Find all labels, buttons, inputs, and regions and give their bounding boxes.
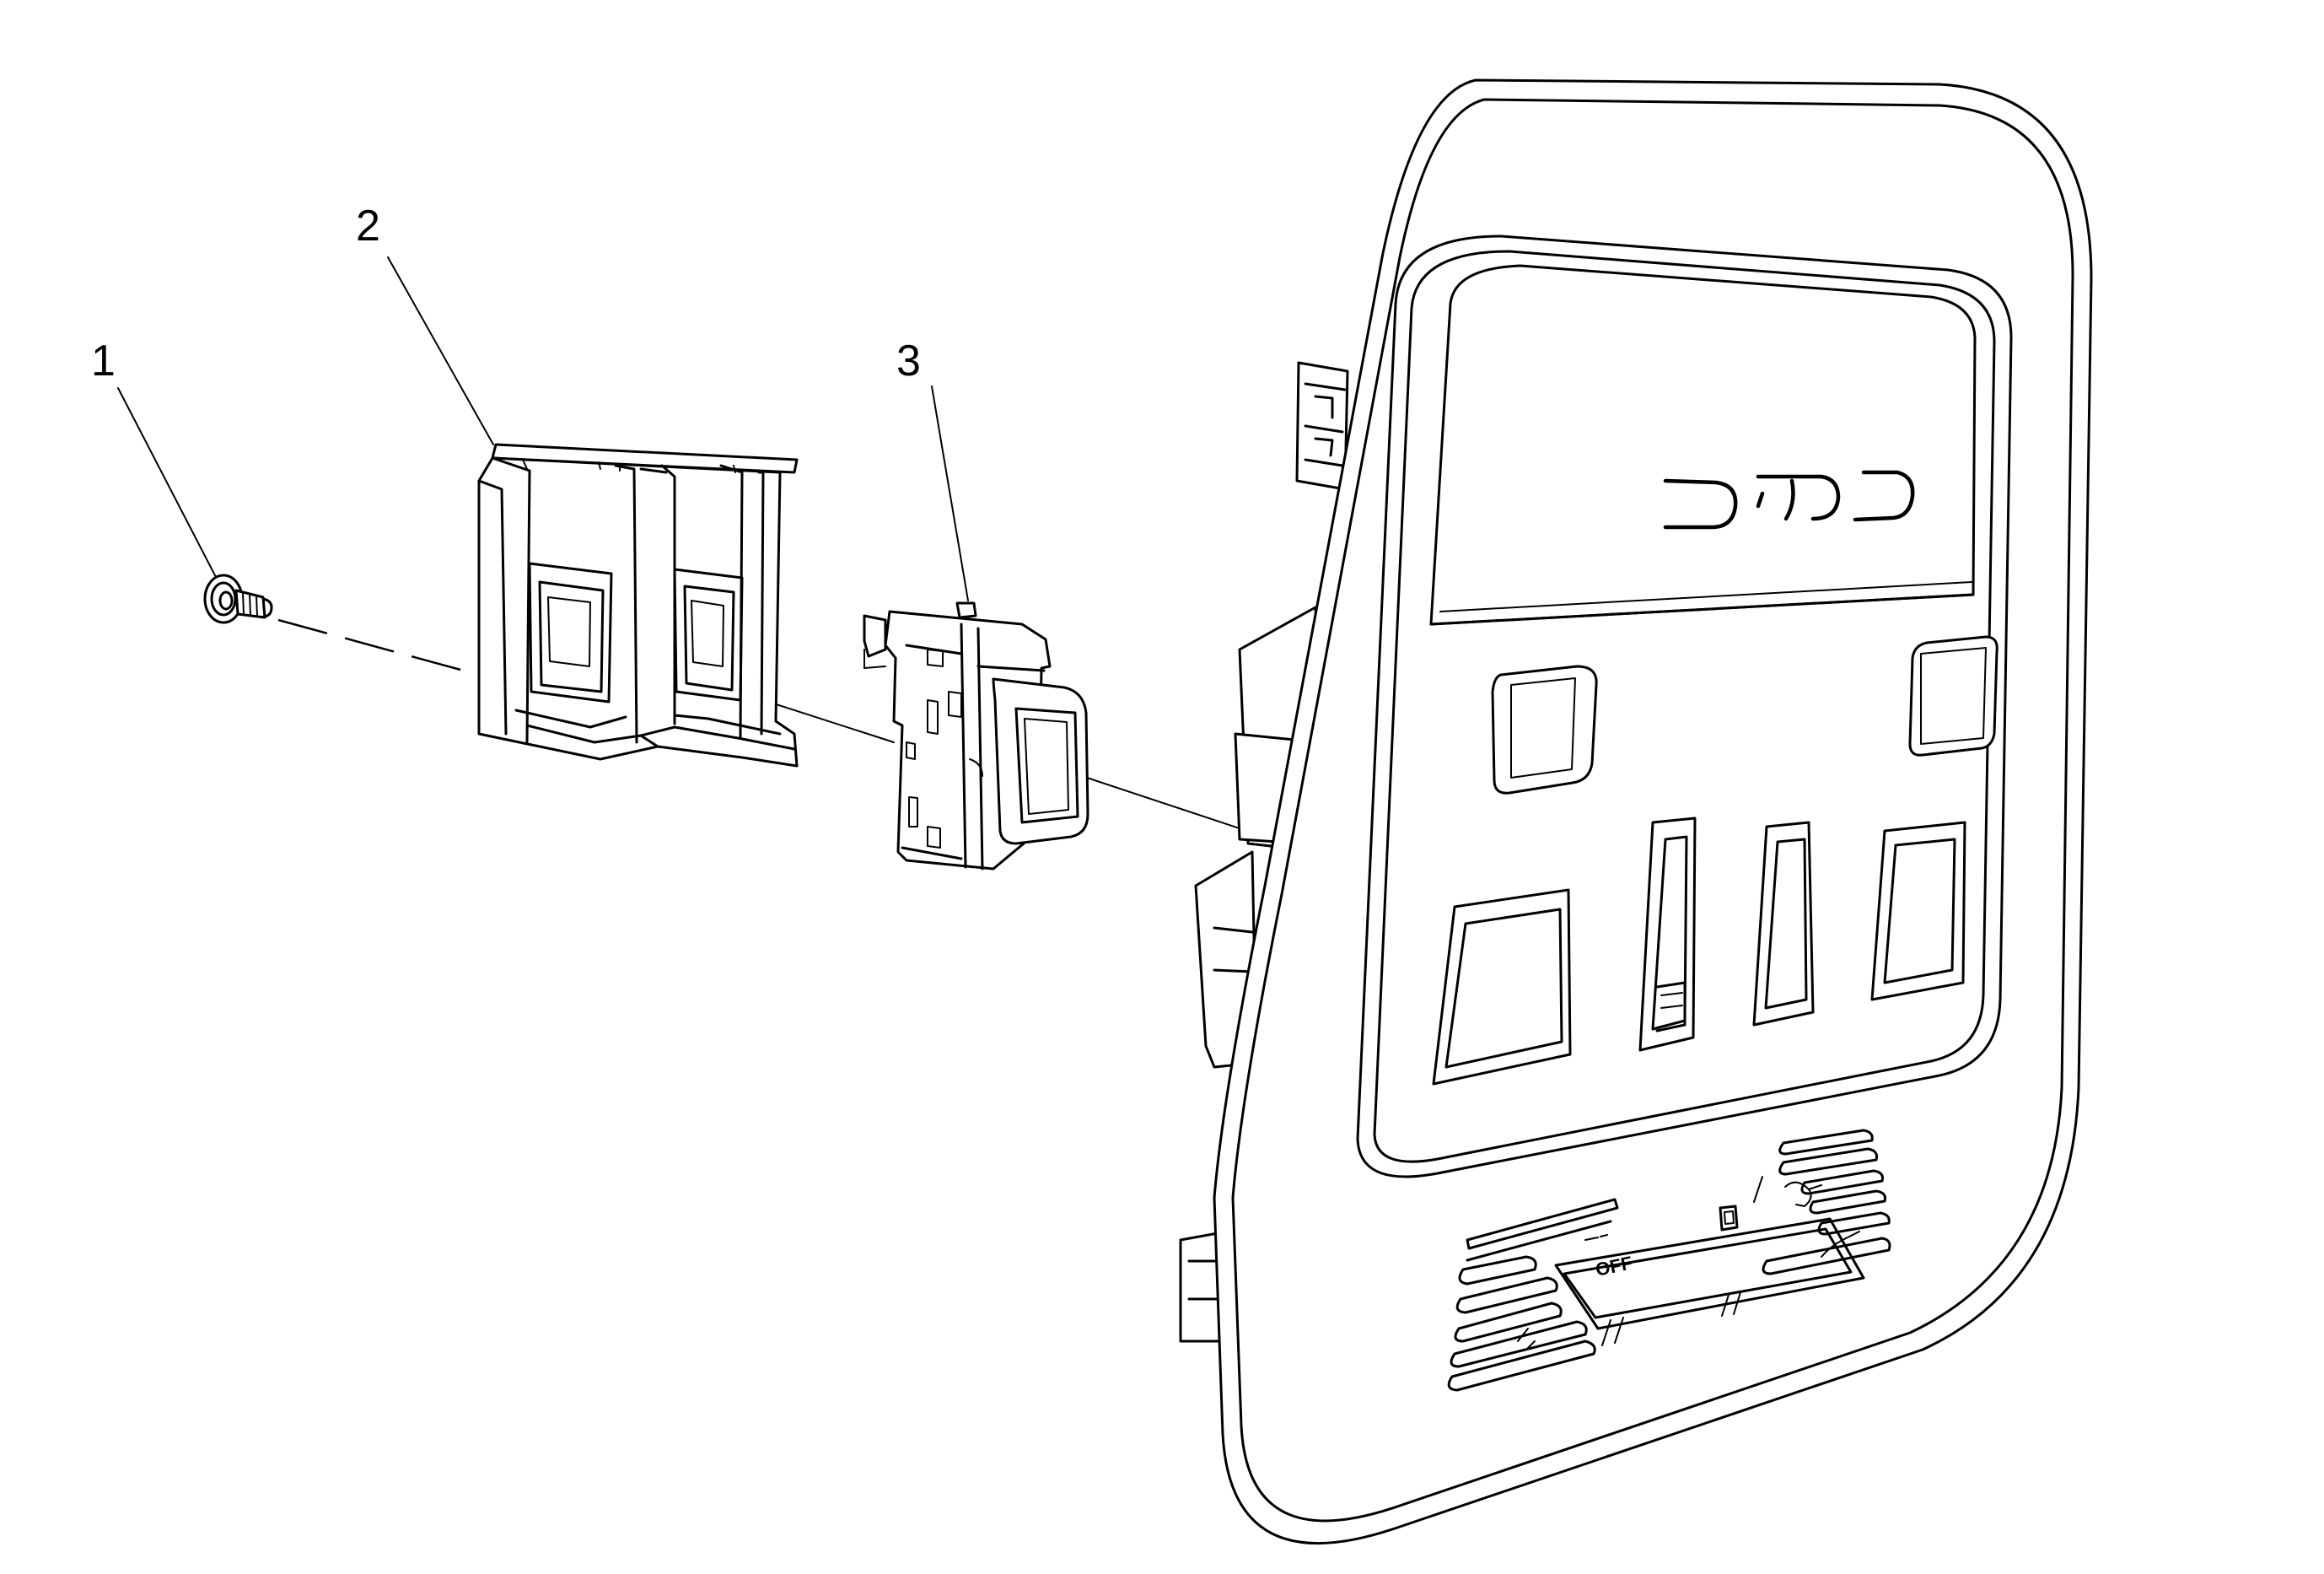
overhead-console: OFF [1179,78,2093,1545]
callout-leaders [117,256,969,601]
switch-part-3 [863,601,1089,871]
screw-part-1 [203,574,273,624]
bracket-part-2 [477,443,799,768]
callout-1: 1 [91,337,116,385]
callout-2: 2 [356,202,380,251]
callout-3: 3 [896,337,921,385]
